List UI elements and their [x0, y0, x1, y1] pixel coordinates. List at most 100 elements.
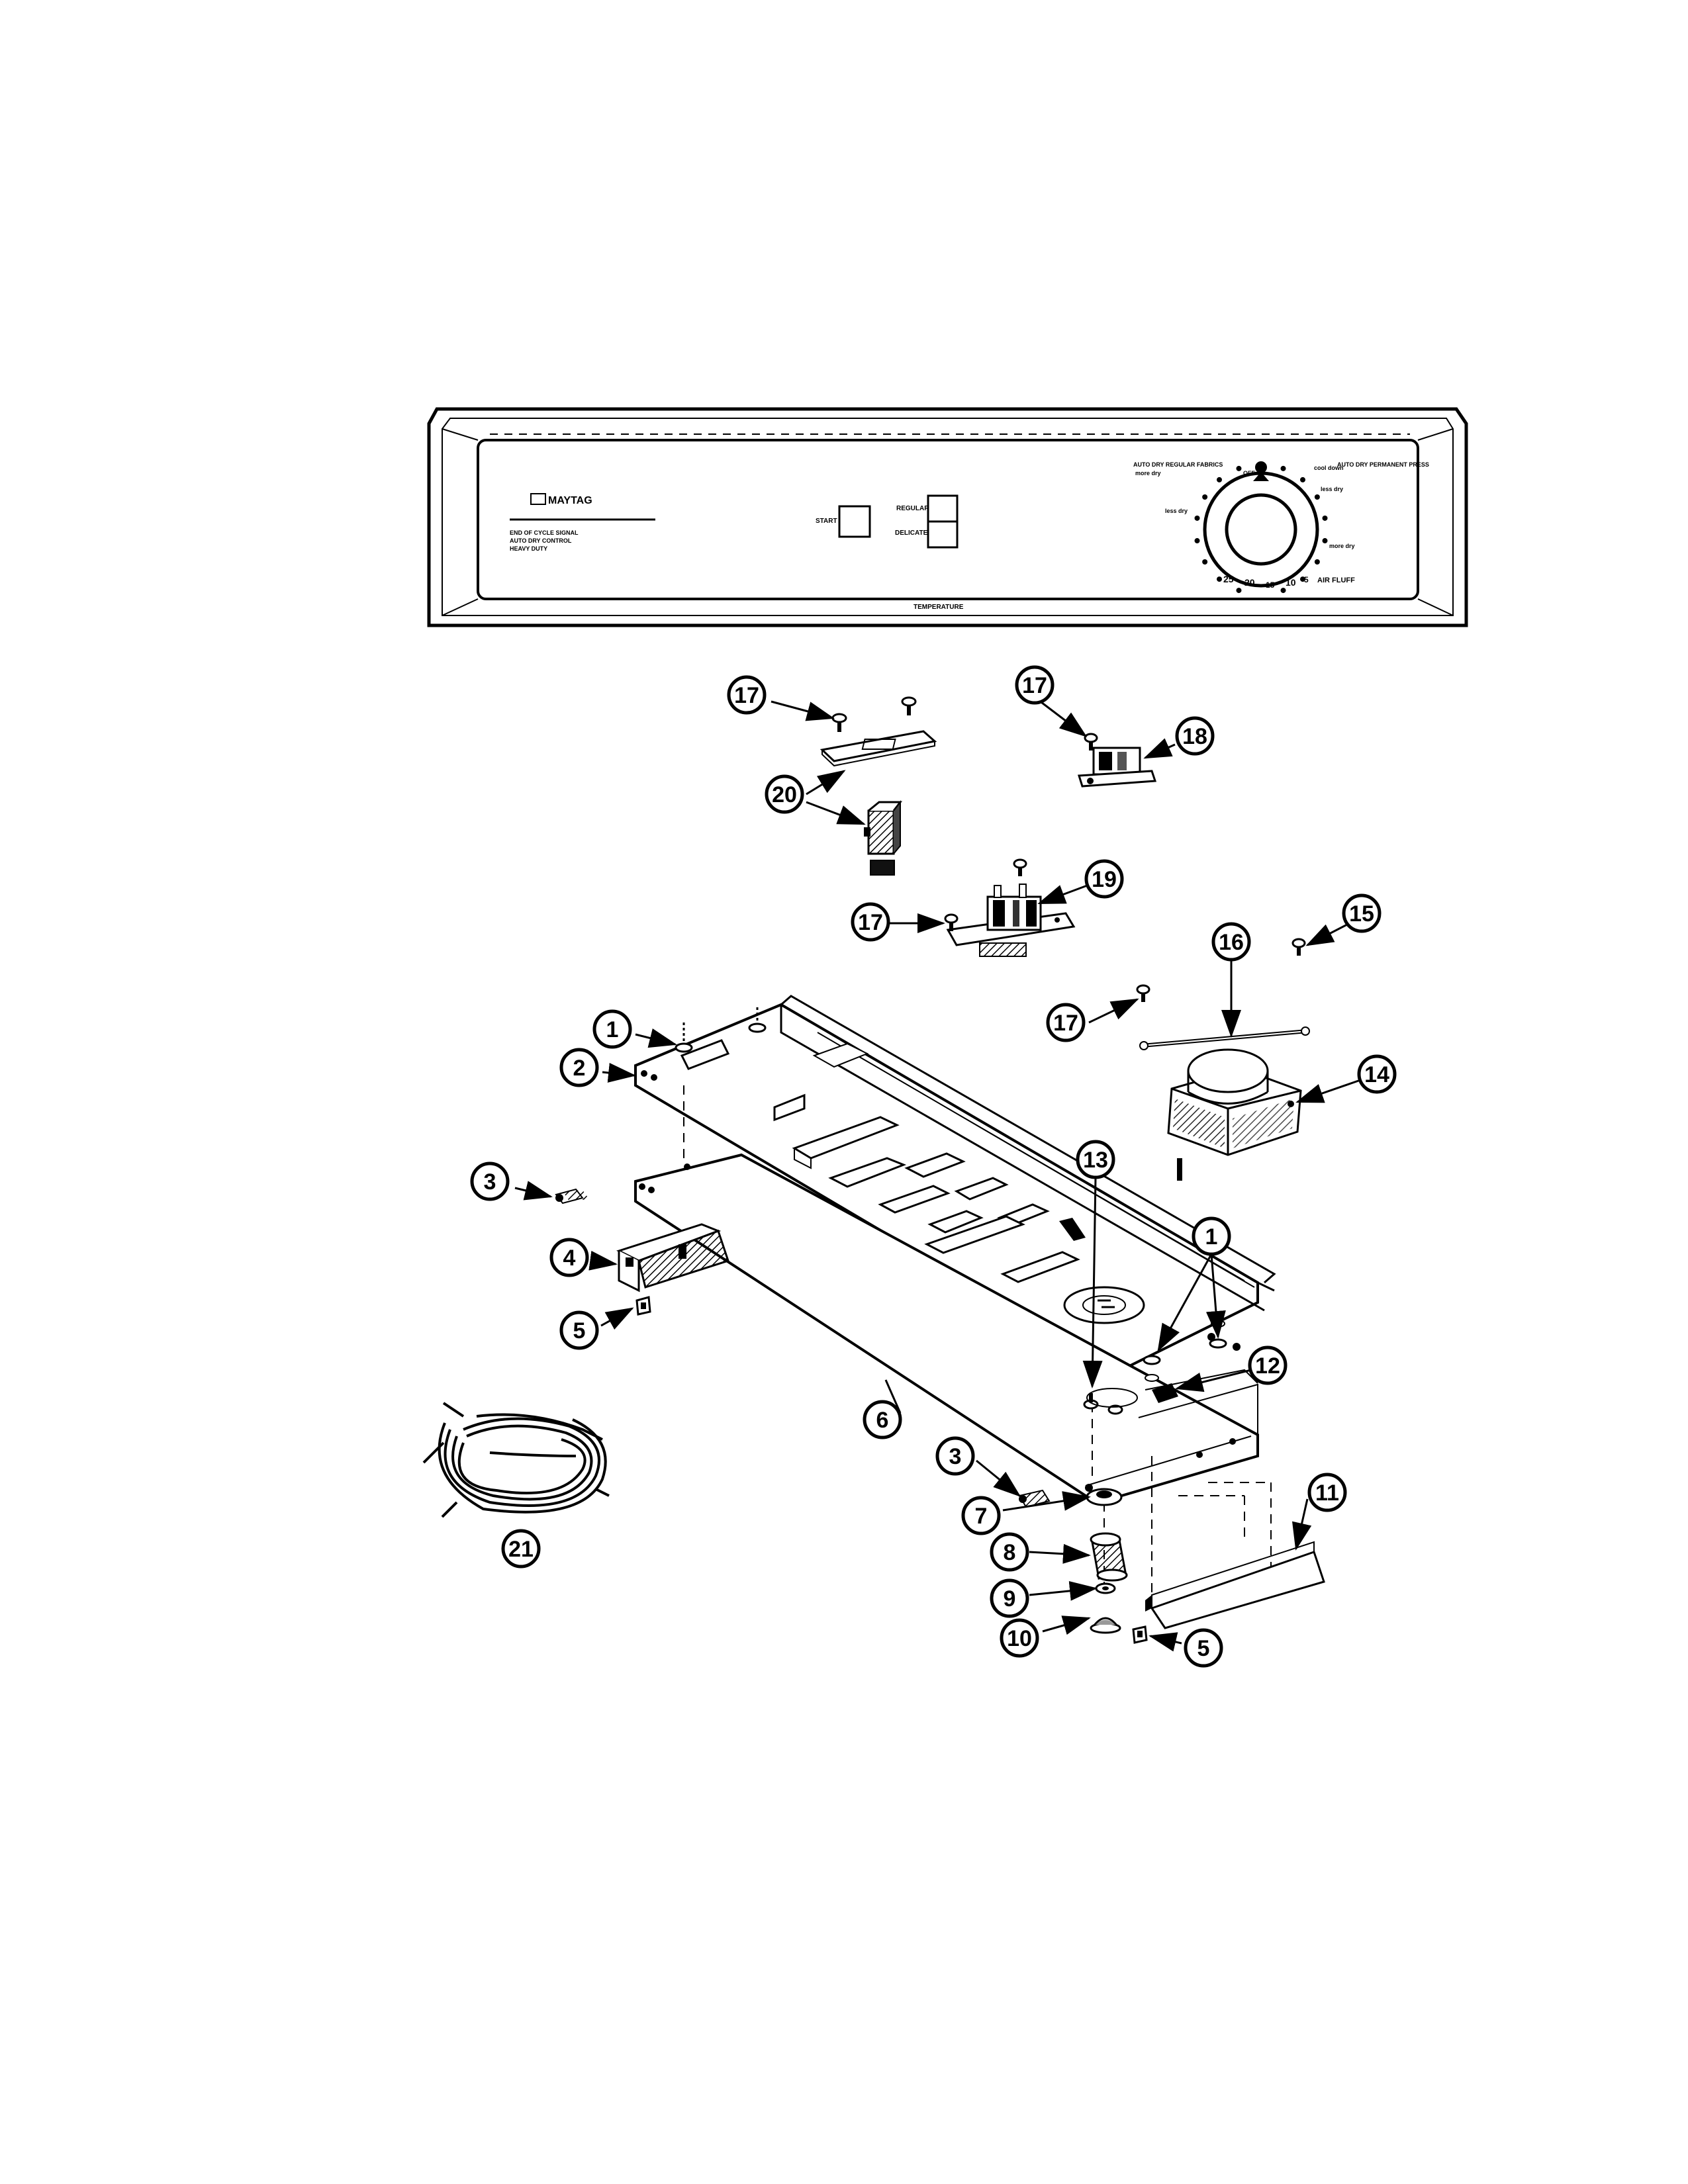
control-bracket-upper [634, 995, 1276, 1373]
callout-c17c: 17 [851, 902, 890, 942]
dial-clip-12 [1152, 1383, 1178, 1403]
callout-c6: 6 [863, 1400, 902, 1439]
timer-knob-8 [1090, 1532, 1128, 1582]
svg-text:10: 10 [1286, 577, 1296, 588]
washer-1-a [675, 1007, 767, 1053]
callout-number: 1 [1205, 1224, 1218, 1250]
svg-text:15: 15 [1266, 580, 1275, 590]
dial-tick [1194, 538, 1200, 544]
callout-number: 5 [573, 1318, 586, 1343]
buzzer [1077, 733, 1157, 788]
timer-dial: more dry OFF AUTO DRY REGULAR FABRICS AU… [1133, 461, 1429, 594]
feature-line-3: HEAVY DUTY [510, 545, 547, 552]
callout-number: 11 [1315, 1480, 1339, 1506]
svg-text:25: 25 [1223, 574, 1234, 584]
svg-text:MAYTAG: MAYTAG [548, 495, 592, 506]
svg-text:less dry: less dry [1321, 486, 1343, 492]
dial-skirt-7 [1086, 1488, 1123, 1506]
end-cap-11 [1145, 1541, 1325, 1629]
dial-tick [1322, 515, 1328, 521]
side-bracket [616, 1223, 729, 1293]
callout-c11: 11 [1307, 1473, 1347, 1512]
callout-number: 13 [1083, 1148, 1108, 1173]
callout-number: 6 [876, 1408, 889, 1433]
callout-c18: 18 [1175, 716, 1215, 756]
callout-number: 7 [975, 1504, 988, 1529]
callout-number: 5 [1197, 1636, 1210, 1661]
dial-tick [1236, 588, 1242, 594]
callout-c5a: 5 [559, 1310, 599, 1350]
dial-tick [1202, 494, 1208, 500]
svg-text:more dry: more dry [1135, 470, 1161, 477]
svg-text:cool down: cool down [1314, 465, 1344, 471]
dial-tick [1194, 515, 1200, 521]
callout-c17b: 17 [1015, 665, 1055, 705]
callout-number: 3 [484, 1169, 496, 1195]
clip-5-a [635, 1296, 651, 1316]
callout-c4: 4 [549, 1238, 589, 1277]
brand-logo: MAYTAG [530, 493, 592, 506]
control-panel-console: MAYTAG END OF CYCLE SIGNAL AUTO DRY CONT… [427, 407, 1468, 627]
dial-tick [1280, 465, 1286, 471]
callout-number: 17 [1053, 1011, 1078, 1036]
callout-c8: 8 [990, 1532, 1029, 1572]
dial-tick [1299, 576, 1305, 582]
start-label: START [816, 518, 837, 525]
screw-17-b [901, 696, 917, 715]
timer [1167, 1048, 1302, 1181]
clip-5-b [1132, 1625, 1148, 1644]
dial-tick [1314, 494, 1320, 500]
screw-15 [1291, 938, 1306, 956]
svg-text:AIR FLUFF: AIR FLUFF [1317, 576, 1355, 584]
dial-tick [1217, 576, 1223, 582]
callout-c21: 21 [501, 1529, 541, 1569]
feature-line-1: END OF CYCLE SIGNAL [510, 529, 579, 536]
dial-tick [1299, 477, 1305, 482]
callout-c10: 10 [1000, 1618, 1039, 1658]
callout-number: 20 [772, 782, 797, 807]
callout-number: 17 [734, 683, 759, 708]
callout-c9: 9 [990, 1578, 1029, 1618]
knob-insert-10 [1090, 1617, 1121, 1634]
callout-c1a: 1 [592, 1009, 632, 1049]
dial-left-label: AUTO DRY REGULAR FABRICS [1133, 461, 1223, 468]
callout-c12: 12 [1248, 1345, 1288, 1385]
dial-tick [1322, 538, 1328, 544]
callout-c17a: 17 [727, 675, 767, 715]
callout-c2: 2 [559, 1048, 599, 1087]
callout-c3b: 3 [935, 1436, 975, 1476]
push-button-actuator [864, 800, 903, 876]
callout-number: 14 [1364, 1062, 1389, 1087]
wire-harness [422, 1402, 610, 1518]
callout-number: 17 [1022, 673, 1047, 698]
leader-lines [514, 697, 1361, 1652]
svg-text:5: 5 [1304, 575, 1309, 584]
screw-3-b [1018, 1489, 1051, 1508]
callout-number: 2 [573, 1056, 586, 1081]
dial-tick [1202, 559, 1208, 565]
callout-number: 1 [606, 1017, 619, 1042]
callout-c7: 7 [961, 1496, 1001, 1535]
callout-number: 3 [949, 1444, 962, 1469]
dial-tick [1236, 465, 1242, 471]
push-button-plate [820, 730, 937, 767]
dial-tick [1217, 477, 1223, 482]
screw-13 [1083, 1388, 1138, 1415]
callout-c16: 16 [1211, 922, 1251, 962]
callout-c19: 19 [1084, 859, 1124, 899]
callout-number: 9 [1004, 1586, 1016, 1612]
callout-number: 16 [1219, 930, 1244, 955]
start-button [838, 505, 871, 538]
callout-c13: 13 [1076, 1140, 1115, 1179]
callout-number: 12 [1255, 1353, 1280, 1379]
knob-spring-9 [1095, 1582, 1116, 1594]
feature-line-2: AUTO DRY CONTROL [510, 537, 572, 544]
callout-c20: 20 [765, 774, 804, 814]
dial-tick [1280, 588, 1286, 594]
dial-tick [1314, 559, 1320, 565]
svg-text:less dry: less dry [1165, 508, 1188, 514]
callout-number: 15 [1349, 901, 1374, 927]
timer-strap [1139, 1026, 1310, 1050]
regular-label: REGULAR [896, 505, 929, 512]
